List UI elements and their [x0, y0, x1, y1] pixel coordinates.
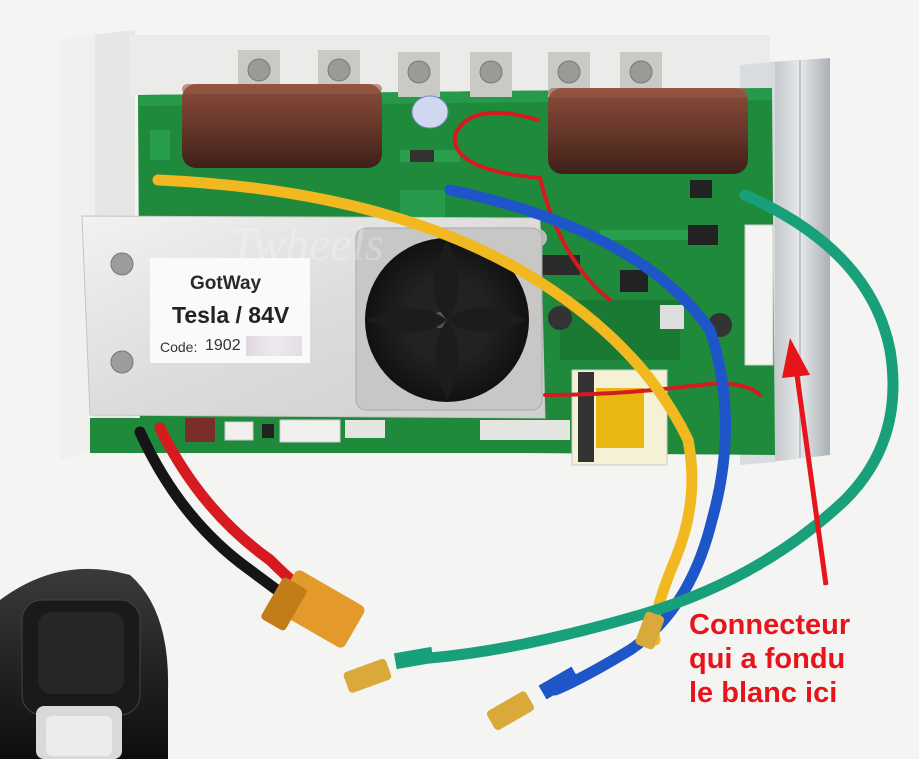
annotation-callout: Connecteur qui a fondu le blanc ici — [689, 608, 909, 710]
callout-line-3: le blanc ici — [689, 677, 838, 709]
heatsink-code-label: Code: — [160, 339, 198, 355]
heatsink-brand: GotWay — [190, 273, 262, 294]
callout-line-2: qui a fondu — [689, 643, 846, 675]
capacitor-left — [182, 84, 382, 168]
annotation-arrow — [782, 338, 829, 586]
phase-wires — [134, 110, 899, 696]
inset-wheel-socket — [0, 568, 169, 759]
heatsink-model: Tesla / 84V — [172, 302, 290, 328]
cooling-fan — [355, 227, 543, 411]
bullet-connectors — [343, 611, 665, 731]
qc-sticker — [411, 95, 449, 129]
xt60-battery-connector — [261, 570, 365, 648]
capacitor-right — [548, 88, 748, 174]
watermark: Twheels — [230, 218, 384, 271]
inductor-coil — [571, 369, 668, 466]
code-redaction-blur — [246, 336, 302, 356]
heatsink-code-value: 1902 — [205, 337, 241, 354]
callout-line-1: Connecteur — [689, 609, 851, 641]
